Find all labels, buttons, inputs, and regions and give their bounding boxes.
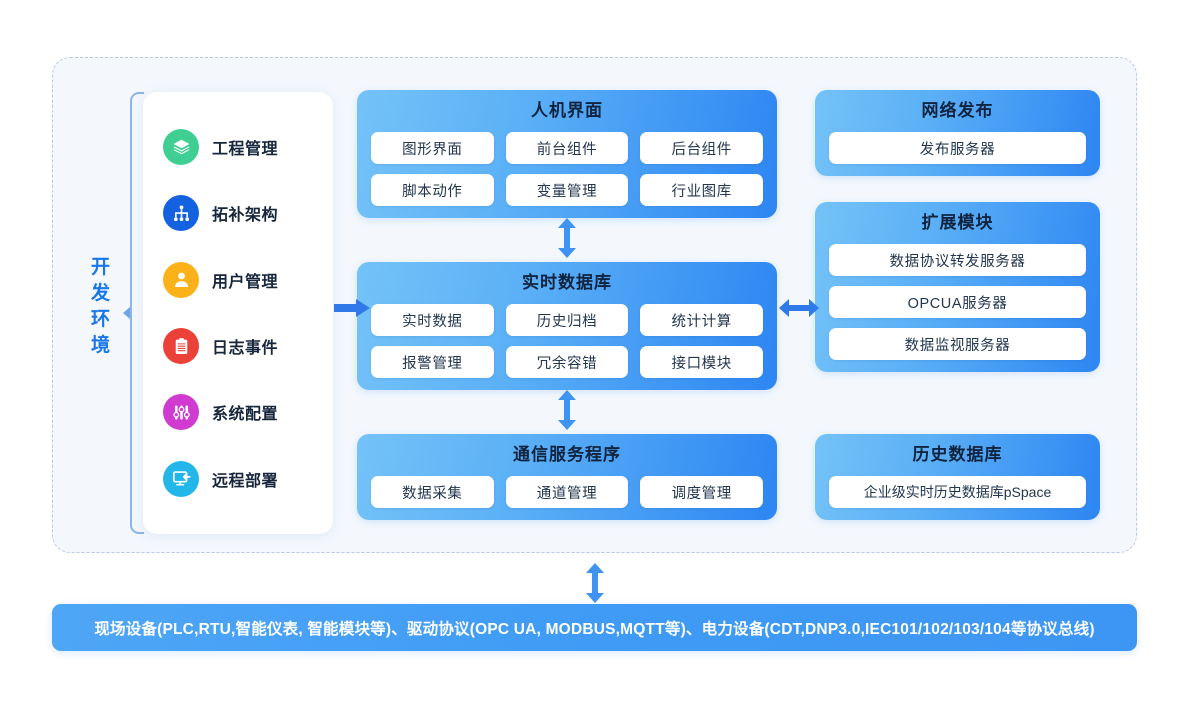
module-chip[interactable]: 冗余容错: [505, 346, 629, 378]
module-chip[interactable]: 实时数据: [371, 304, 494, 336]
module-chip[interactable]: 变量管理: [505, 174, 629, 206]
module-chip[interactable]: 历史归档: [505, 304, 629, 336]
panel-communication-service: 通信服务程序 数据采集 通道管理 调度管理: [357, 434, 777, 520]
layers-icon: [163, 129, 199, 166]
chip-row: 实时数据 历史归档 统计计算: [371, 304, 764, 336]
module-chip[interactable]: 数据监视服务器: [829, 328, 1086, 360]
sidebar-item-label: 用户管理: [212, 273, 279, 291]
user-icon: [163, 261, 199, 298]
sidebar-item-label: 系统配置: [212, 406, 279, 424]
chip-row: 数据协议转发服务器: [829, 244, 1086, 276]
sidebar-item-label: 远程部署: [212, 472, 279, 490]
module-chip[interactable]: 图形界面: [371, 132, 494, 164]
sidebar-item-topology-architecture[interactable]: 拓补架构: [143, 190, 333, 236]
module-chip[interactable]: 后台组件: [640, 132, 764, 164]
dev-label-char-1: 开: [90, 257, 111, 278]
panel-realtime-database: 实时数据库 实时数据 历史归档 统计计算 报警管理 冗余容错 接口模块: [357, 262, 777, 390]
dev-label-char-2: 发: [90, 283, 111, 304]
panel-title: 人机界面: [531, 101, 603, 120]
chip-row: 图形界面 前台组件 后台组件: [371, 132, 764, 164]
sidebar-item-label: 工程管理: [212, 141, 279, 159]
chip-row: OPCUA服务器: [829, 286, 1086, 318]
module-chip[interactable]: 统计计算: [640, 304, 764, 336]
panel-web-publishing: 网络发布 发布服务器: [815, 90, 1100, 176]
panel-title: 通信服务程序: [513, 445, 621, 464]
sidebar-item-user-management[interactable]: 用户管理: [143, 257, 333, 303]
panel-extension-modules: 扩展模块 数据协议转发服务器 OPCUA服务器 数据监视服务器: [815, 202, 1100, 372]
module-chip[interactable]: 企业级实时历史数据库pSpace: [829, 476, 1086, 508]
development-environment-label: 开 发 环 境: [84, 255, 118, 359]
sidebar-item-remote-deployment[interactable]: 远程部署: [143, 456, 333, 502]
sidebar-item-label: 日志事件: [212, 340, 279, 358]
module-chip[interactable]: 通道管理: [505, 476, 629, 508]
monitor-icon: [163, 460, 199, 497]
sidebar-item-system-configuration[interactable]: 系统配置: [143, 389, 333, 435]
field-devices-text: 现场设备(PLC,RTU,智能仪表, 智能模块等)、驱动协议(OPC UA, M…: [94, 620, 1095, 638]
dev-label-char-3: 环: [90, 309, 111, 330]
module-chip[interactable]: 数据采集: [371, 476, 494, 508]
developer-tools-sidebar: 工程管理 拓补架构 用户管理: [143, 92, 333, 534]
dev-label-char-4: 境: [90, 335, 111, 356]
module-chip[interactable]: 发布服务器: [829, 132, 1086, 164]
arrow-hmi-to-database-icon: [558, 218, 576, 258]
panel-title: 历史数据库: [912, 445, 1003, 464]
module-chip[interactable]: OPCUA服务器: [829, 286, 1086, 318]
module-chip[interactable]: 行业图库: [640, 174, 764, 206]
module-chip[interactable]: 前台组件: [505, 132, 629, 164]
development-environment-bracket: [123, 92, 144, 534]
chip-row: 数据采集 通道管理 调度管理: [371, 476, 764, 508]
panel-title: 扩展模块: [921, 213, 994, 232]
sidebar-item-label: 拓补架构: [212, 207, 279, 225]
chip-row: 数据监视服务器: [829, 328, 1086, 360]
arrow-communication-to-field-devices-icon: [586, 563, 604, 603]
module-chip[interactable]: 接口模块: [640, 346, 764, 378]
module-chip[interactable]: 调度管理: [640, 476, 764, 508]
sidebar-item-project-management[interactable]: 工程管理: [143, 124, 333, 170]
arrow-sidebar-to-database-icon: [334, 299, 370, 317]
clipboard-icon: [163, 328, 199, 365]
chip-row: 脚本动作 变量管理 行业图库: [371, 174, 764, 206]
chip-row: 报警管理 冗余容错 接口模块: [371, 346, 764, 378]
module-chip[interactable]: 报警管理: [371, 346, 494, 378]
field-devices-banner: 现场设备(PLC,RTU,智能仪表, 智能模块等)、驱动协议(OPC UA, M…: [52, 604, 1137, 651]
chip-row: 企业级实时历史数据库pSpace: [829, 476, 1086, 508]
panel-title: 网络发布: [921, 101, 994, 120]
panel-title: 实时数据库: [522, 273, 612, 292]
module-chip[interactable]: 数据协议转发服务器: [829, 244, 1086, 276]
sidebar-item-log-events[interactable]: 日志事件: [143, 323, 333, 369]
panel-historical-database: 历史数据库 企业级实时历史数据库pSpace: [815, 434, 1100, 520]
sliders-icon: [163, 394, 199, 431]
arrow-database-to-communication-icon: [558, 390, 576, 430]
module-chip[interactable]: 脚本动作: [371, 174, 494, 206]
arrow-database-to-extension-icon: [779, 299, 819, 317]
chip-row: 发布服务器: [829, 132, 1086, 164]
panel-hmi: 人机界面 图形界面 前台组件 后台组件 脚本动作 变量管理 行业图库: [357, 90, 777, 218]
sitemap-icon: [163, 195, 199, 232]
